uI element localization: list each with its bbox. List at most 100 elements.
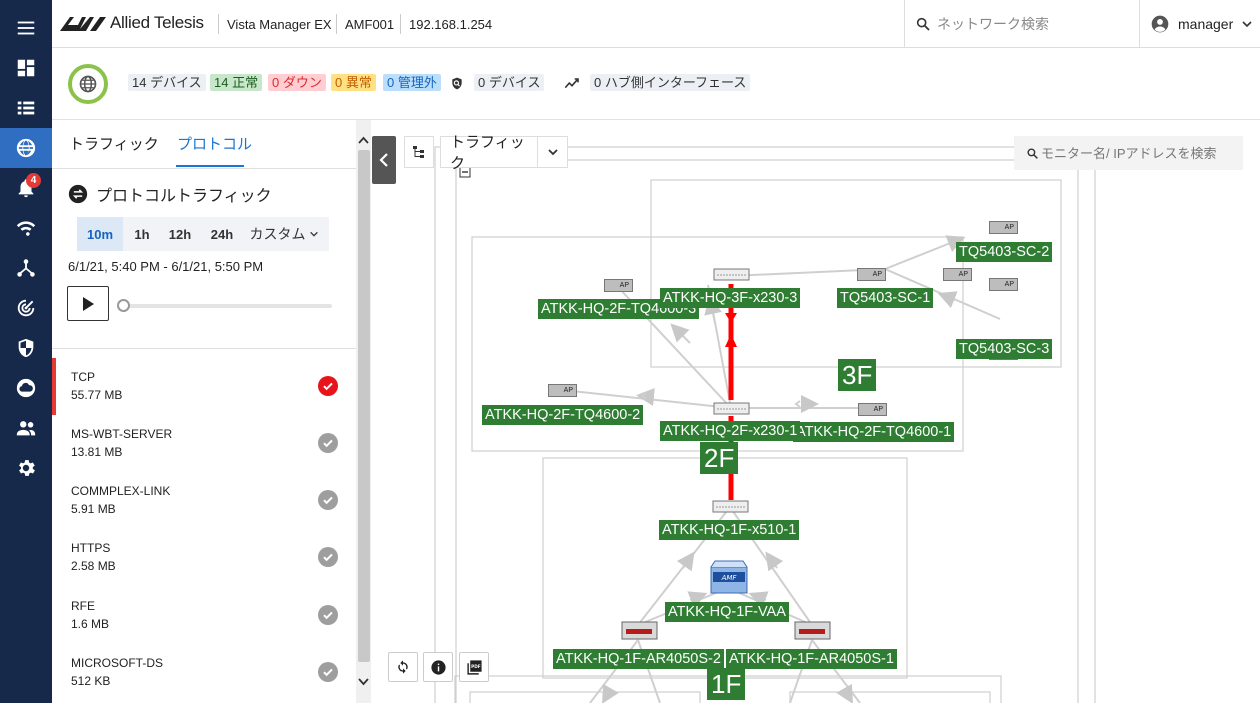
scroll-down-icon[interactable] [358,678,369,686]
nav-alerts[interactable]: 4 [0,168,52,208]
range-1h[interactable]: 1h [134,226,150,242]
unmanaged-count-chip[interactable]: 0 管理外 [383,74,441,91]
network-search-input[interactable] [937,16,1127,32]
info-button[interactable] [423,652,453,682]
nav-users[interactable] [0,408,52,448]
scroll-up-icon[interactable] [358,136,369,144]
nav-dashboard[interactable] [0,48,52,88]
check-circle-icon[interactable] [318,490,338,510]
protocol-item[interactable]: MS-WBT-SERVER 13.81 MB [52,415,356,472]
nav-network-map[interactable] [0,128,52,168]
nav-radar[interactable] [0,288,52,328]
network-map[interactable]: AMF AP AP AP AP AP AP AP AP TQ5403-SC-2 … [371,120,1260,703]
menu-button[interactable] [0,8,52,48]
range-24h[interactable]: 24h [210,226,234,242]
ap-tag: AP [873,406,883,413]
node-label[interactable]: ATKK-HQ-1F-AR4050S-2 [553,649,724,669]
nav-security[interactable] [0,328,52,368]
node-label[interactable]: ATKK-HQ-2F-TQ4600-3 [538,299,700,319]
abnormal-count-chip[interactable]: 0 異常 [331,74,376,91]
node-label[interactable]: ATKK-HQ-1F-AR4050S-1 [726,649,897,669]
play-button[interactable] [67,286,109,321]
node-label[interactable]: TQ5403-SC-3 [956,339,1053,359]
access-point-icon[interactable]: AP [548,384,577,397]
access-point-icon[interactable]: AP [989,278,1018,291]
list-icon [17,101,35,115]
device-count-chip[interactable]: 14 デバイス [128,74,206,91]
trend-icon [564,78,579,89]
amf-server-icon[interactable]: AMF [710,560,748,594]
protocol-item[interactable]: TCP 55.77 MB [52,358,356,415]
node-label[interactable]: TQ5403-SC-1 [837,288,934,308]
timeline-slider-track[interactable] [124,304,332,308]
tab-traffic[interactable]: トラフィック [69,136,159,153]
node-label[interactable]: ATKK-HQ-2F-x230-1 [660,421,801,441]
floor-label[interactable]: 2F [700,442,739,474]
hub-interface-chip[interactable]: 0 ハブ側インターフェース [590,74,751,91]
node-label[interactable]: ATKK-HQ-3F-x230-3 [660,288,801,308]
floor-label[interactable]: 1F [707,668,746,700]
radar-icon [17,299,35,317]
check-circle-icon[interactable] [318,662,338,682]
timeline-slider-handle[interactable] [117,299,130,312]
top-bar: Allied Telesis Vista Manager EX AMF001 1… [52,0,1260,48]
router-icon[interactable] [621,621,658,640]
wifi-icon [16,221,36,236]
check-circle-icon[interactable] [318,376,338,396]
down-count-chip[interactable]: 0 ダウン [268,74,326,91]
switch-icon[interactable] [713,402,750,415]
access-point-icon[interactable]: AP [989,221,1018,234]
protocol-item[interactable]: COMMPLEX-LINK 5.91 MB [52,472,356,529]
range-10m[interactable]: 10m [77,217,123,251]
floor-label[interactable]: 3F [838,359,877,391]
view-mode-dropdown[interactable] [537,137,567,167]
protocol-item[interactable]: HTTPS 2.58 MB [52,529,356,586]
range-12h[interactable]: 12h [168,226,192,242]
node-label[interactable]: ATKK-HQ-1F-x510-1 [659,520,800,540]
brand-logo[interactable]: Allied Telesis [60,13,204,33]
account-circle-icon [1151,15,1169,33]
node-label[interactable]: ATKK-HQ-1F-VAA [665,602,789,622]
range-custom[interactable]: カスタム [245,217,323,251]
user-menu[interactable]: manager [1139,0,1260,48]
nav-settings[interactable] [0,448,52,488]
nav-topology[interactable] [0,248,52,288]
check-circle-icon[interactable] [318,605,338,625]
chevron-down-icon [547,149,558,156]
tree-view-button[interactable] [404,136,434,168]
network-status-indicator[interactable] [68,64,108,104]
scroll-thumb[interactable] [358,150,370,662]
tab-protocol[interactable]: プロトコル [177,136,253,153]
check-circle-icon[interactable] [318,433,338,453]
view-mode-select[interactable]: トラフィック [440,134,568,172]
nav-wireless[interactable] [0,208,52,248]
access-point-icon[interactable]: AP [857,268,886,281]
access-point-icon[interactable]: AP [943,268,972,281]
chevron-down-icon [1242,21,1252,28]
protocol-size: 512 KB [71,674,111,688]
access-point-icon[interactable]: AP [858,403,887,416]
switch-icon[interactable] [712,500,749,513]
node-label[interactable]: ATKK-HQ-2F-TQ4600-1 [793,422,955,442]
collapse-panel-button[interactable] [372,136,396,184]
search-icon [1027,147,1038,159]
node-label[interactable]: ATKK-HQ-2F-TQ4600-2 [482,405,644,425]
protocol-size: 13.81 MB [71,445,123,459]
refresh-button[interactable] [388,652,418,682]
check-circle-icon[interactable] [318,547,338,567]
access-point-icon[interactable]: AP [604,279,633,292]
monitor-search-input[interactable] [1041,145,1221,161]
nav-cloud[interactable] [0,368,52,408]
security-device-chip[interactable]: 0 デバイス [474,74,545,91]
node-label[interactable]: TQ5403-SC-2 [956,242,1053,262]
normal-count-chip[interactable]: 14 正常 [210,74,263,91]
refresh-icon [398,660,408,674]
chevron-left-icon [379,153,388,167]
shield-icon [18,338,34,358]
router-icon[interactable] [794,621,831,640]
protocol-item[interactable]: MICROSOFT-DS 512 KB [52,644,356,701]
nav-list[interactable] [0,88,52,128]
switch-icon[interactable] [713,268,750,281]
protocol-item[interactable]: RFE 1.6 MB [52,587,356,644]
export-pdf-button[interactable]: PDF [459,652,489,682]
